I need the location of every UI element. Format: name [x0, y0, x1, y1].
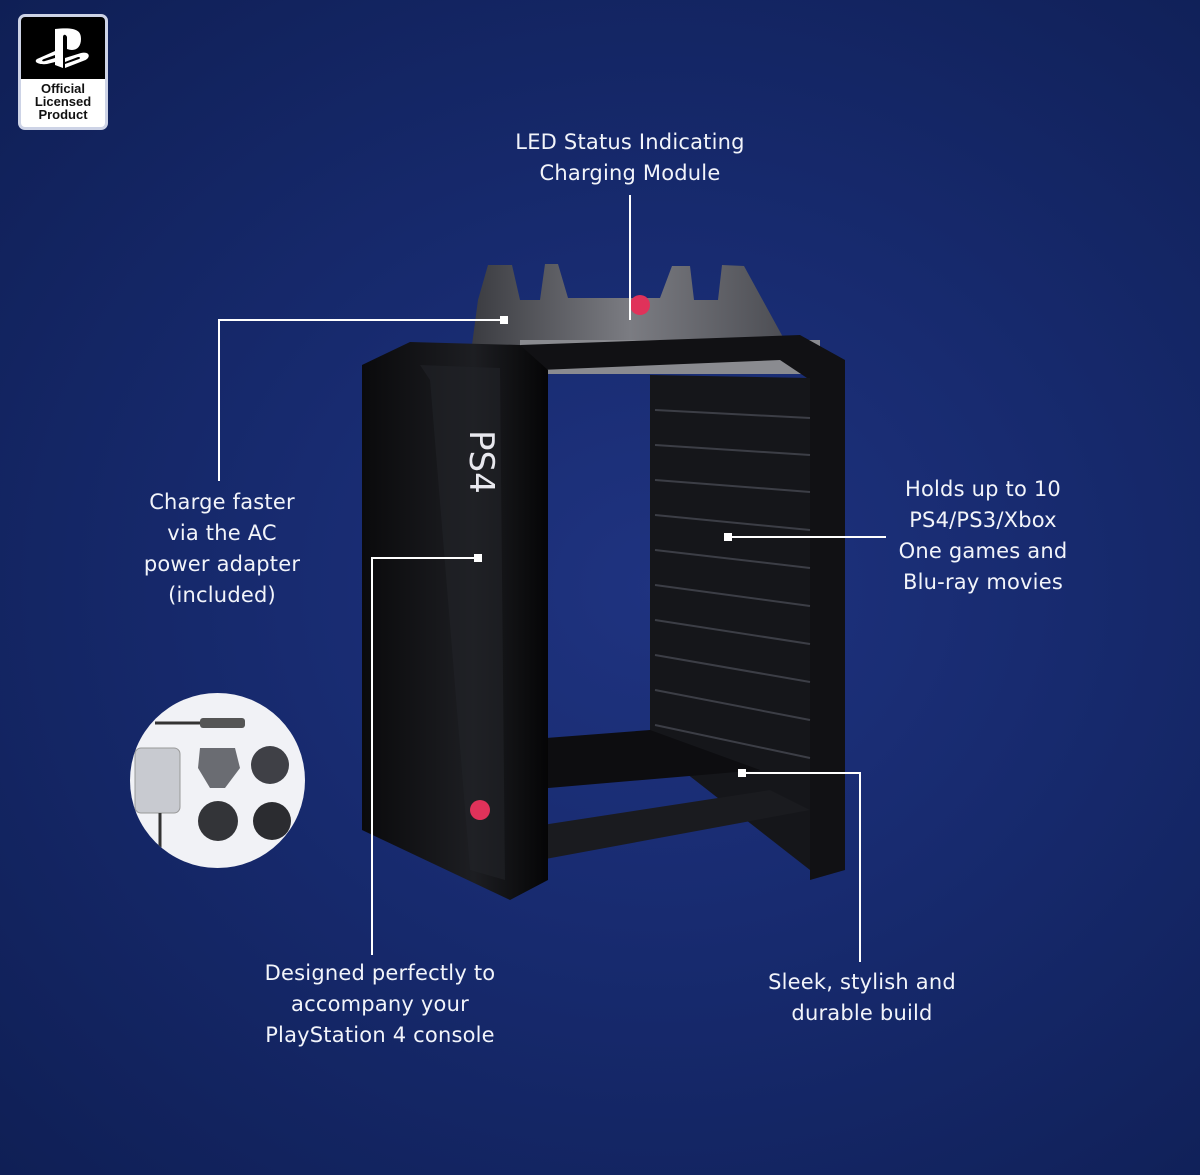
callout-dot — [738, 769, 746, 777]
game-slots — [654, 409, 811, 759]
callout-line-charge-vertical — [218, 319, 220, 481]
callout-line-led — [629, 195, 631, 320]
callout-text: power adapter — [143, 552, 301, 576]
callout-text: Charge faster — [149, 490, 295, 514]
callout-line-designed — [372, 557, 480, 559]
callout-dot — [724, 533, 732, 541]
callout-text: Designed perfectly to — [264, 961, 496, 985]
led-indicator-icon — [630, 295, 650, 315]
callout-text: Sleek, stylish and — [768, 970, 956, 994]
callout-text: durable build — [791, 1001, 933, 1025]
callout-designed: Designed perfectly to accompany your Pla… — [240, 958, 520, 1051]
callout-text: PS4/PS3/Xbox — [909, 508, 1057, 532]
callout-holds: Holds up to 10 PS4/PS3/Xbox One games an… — [870, 474, 1096, 598]
callout-line-designed-vertical — [371, 557, 373, 955]
badge-line: Licensed — [34, 94, 92, 109]
official-licensed-product-badge: Official Licensed Product — [18, 14, 108, 130]
callout-text: via the AC — [167, 521, 277, 545]
callout-line-sleek — [742, 772, 861, 774]
ac-adapter-plugs-icon — [134, 718, 291, 868]
callout-text: Blu-ray movies — [903, 570, 1063, 594]
brand-logo-icon — [470, 800, 490, 820]
callout-line-holds — [728, 536, 886, 538]
callout-text: LED Status Indicating — [515, 130, 745, 154]
callout-text: PlayStation 4 console — [265, 1023, 495, 1047]
callout-text: (included) — [168, 583, 276, 607]
callout-led: LED Status Indicating Charging Module — [470, 127, 790, 189]
callout-dot — [500, 316, 508, 324]
callout-text: accompany your — [291, 992, 469, 1016]
ac-adapter-inset — [130, 693, 305, 868]
callout-charge: Charge faster via the AC power adapter (… — [112, 487, 332, 611]
callout-text: Charging Module — [539, 161, 721, 185]
callout-line-charge — [218, 319, 508, 321]
callout-dot — [474, 554, 482, 562]
ps4-side-text: PS4 — [461, 430, 501, 494]
playstation-logo-icon — [21, 17, 105, 79]
badge-line: Official — [40, 81, 86, 96]
callout-text: One games and — [898, 539, 1068, 563]
callout-line-sleek-vertical — [859, 772, 861, 962]
callout-sleek: Sleek, stylish and durable build — [740, 967, 984, 1029]
callout-text: Holds up to 10 — [904, 477, 1061, 501]
badge-line: Product — [38, 107, 88, 122]
